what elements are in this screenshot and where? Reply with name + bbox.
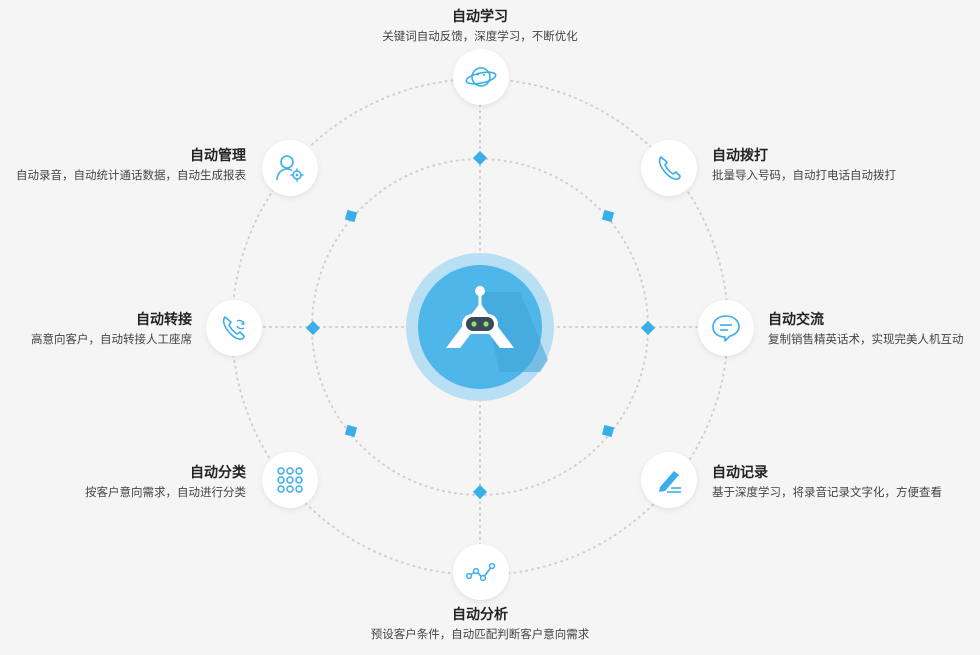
learn-desc: 关键词自动反馈，深度学习，不断优化	[382, 29, 578, 43]
chat-title: 自动交流	[768, 312, 824, 328]
transfer-label: 自动转接 高意向客户，自动转接人工座席	[4, 311, 192, 347]
classify-title: 自动分类	[190, 465, 246, 481]
classify-node[interactable]	[262, 452, 318, 508]
chat-bubble-icon	[712, 315, 740, 342]
dial-title: 自动拨打	[712, 148, 768, 164]
planet-icon	[465, 67, 497, 87]
analyze-desc: 预设客户条件，自动匹配判断客户意向需求	[370, 627, 590, 641]
record-label: 自动记录 基于深度学习，将录音记录文字化，方便查看	[712, 464, 972, 500]
manage-title: 自动管理	[190, 148, 246, 164]
transfer-title: 自动转接	[136, 312, 192, 328]
phone-transfer-icon	[222, 316, 245, 341]
pencil-icon	[659, 471, 681, 493]
transfer-desc: 高意向客户，自动转接人工座席	[31, 332, 192, 346]
manage-desc: 自动录音，自动统计通话数据，自动生成报表	[16, 168, 246, 182]
user-settings-icon	[276, 155, 304, 182]
chat-desc: 复制销售精英话术，实现完美人机互动	[768, 332, 964, 346]
square-bl	[344, 424, 358, 438]
analyze-node[interactable]	[453, 544, 509, 600]
chat-node[interactable]	[698, 300, 754, 356]
analyze-label: 自动分析 预设客户条件，自动匹配判断客户意向需求	[330, 606, 630, 642]
phone-icon	[658, 156, 681, 181]
transfer-node[interactable]	[206, 300, 262, 356]
diamond-bottom	[472, 484, 488, 500]
chat-label: 自动交流 复制销售精英话术，实现完美人机互动	[768, 311, 976, 347]
grid-dots-icon	[277, 467, 303, 493]
line-graph-icon	[465, 562, 496, 582]
learn-title: 自动学习	[452, 9, 508, 25]
manage-label: 自动管理 自动录音，自动统计通话数据，自动生成报表	[2, 147, 246, 183]
record-node[interactable]	[641, 452, 697, 508]
record-title: 自动记录	[712, 465, 768, 481]
dial-node[interactable]	[641, 140, 697, 196]
robot-icon	[406, 253, 554, 401]
manage-node[interactable]	[262, 140, 318, 196]
dial-desc: 批量导入号码，自动打电话自动拨打	[712, 168, 896, 182]
square-tl	[344, 209, 358, 223]
classify-label: 自动分类 按客户意向需求，自动进行分类	[20, 464, 246, 500]
diamond-left	[305, 320, 321, 336]
learn-node[interactable]	[453, 49, 509, 105]
square-br	[601, 424, 615, 438]
dial-label: 自动拨打 批量导入号码，自动打电话自动拨打	[712, 147, 962, 183]
analyze-title: 自动分析	[452, 607, 508, 623]
classify-desc: 按客户意向需求，自动进行分类	[85, 485, 246, 499]
diamond-top	[472, 150, 488, 166]
learn-label: 自动学习 关键词自动反馈，深度学习，不断优化	[340, 8, 620, 44]
diamond-right	[640, 320, 656, 336]
record-desc: 基于深度学习，将录音记录文字化，方便查看	[712, 485, 942, 499]
square-tr	[601, 209, 615, 223]
